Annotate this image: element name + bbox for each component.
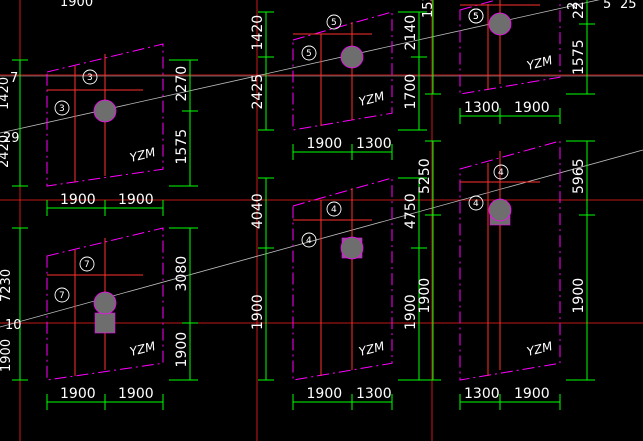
tag-circle-1 xyxy=(301,45,317,61)
tag-circle-2 xyxy=(326,201,342,217)
dim-right-1: 4750 xyxy=(403,193,419,229)
tag-number: 3 xyxy=(59,104,65,114)
tag-number: 4 xyxy=(306,236,312,246)
yzm-label: YZM xyxy=(128,339,157,359)
cap-outline xyxy=(459,140,561,381)
dim-right-2: 1575 xyxy=(571,39,587,75)
tag-circle-2 xyxy=(79,256,95,272)
edge-text-top-right-b: 25 xyxy=(620,0,637,12)
dim-bottom-1: 1300 xyxy=(464,100,500,116)
dim-left-2: 1900 xyxy=(417,278,433,314)
dim-right-1: 3080 xyxy=(174,256,190,292)
tag-number: 5 xyxy=(331,18,337,28)
dim-bottom-2: 1900 xyxy=(118,386,154,402)
edge-text-top-right-a: 5 xyxy=(603,0,611,12)
dim-right-2: 1900 xyxy=(403,294,419,330)
edge-text-top-right-d: 2 xyxy=(566,2,581,10)
tag-number: 4 xyxy=(498,168,504,178)
cap-outline xyxy=(292,11,393,131)
tag-circle-2 xyxy=(468,8,484,24)
dim-right-1: 2140 xyxy=(403,15,419,51)
dim-left-2: 2425 xyxy=(250,74,266,110)
yzm-label: YZM xyxy=(128,145,157,165)
edge-text-left-a: 1420 xyxy=(0,77,12,110)
yzm-label: YZM xyxy=(525,53,554,73)
cap-outline xyxy=(46,227,164,381)
tag-number: 4 xyxy=(331,205,337,215)
yzm-label: YZM xyxy=(357,339,386,359)
dim-bottom-1: 1300 xyxy=(464,386,500,402)
edge-text-left-g: 7 xyxy=(10,71,18,86)
pile-circle xyxy=(488,198,512,222)
pile-circle xyxy=(340,45,364,69)
dim-right-1: 2285 xyxy=(571,0,587,19)
pile-circle xyxy=(93,291,117,315)
tag-number: 5 xyxy=(473,12,479,22)
dim-bottom-1: 1900 xyxy=(60,192,96,208)
dim-right-1: 2270 xyxy=(174,66,190,102)
dim-left-1: 4040 xyxy=(250,193,266,229)
tag-number: 7 xyxy=(84,260,90,270)
tag-circle-2 xyxy=(493,164,509,180)
dim-bottom-2: 1900 xyxy=(118,192,154,208)
tag-number: 4 xyxy=(473,199,479,209)
edge-text-top-right-c: 153 xyxy=(421,0,436,18)
tag-circle-2 xyxy=(326,14,342,30)
dim-left-1: 1420 xyxy=(250,15,266,51)
dim-bottom-2: 1300 xyxy=(356,386,392,402)
yzm-label: YZM xyxy=(525,339,554,359)
dim-bottom-2: 1300 xyxy=(356,136,392,152)
dim-left-2: 1900 xyxy=(250,294,266,330)
dim-bottom-2: 1900 xyxy=(514,386,550,402)
cap-outline xyxy=(46,43,164,187)
edge-text-left-b: 2420 xyxy=(0,135,12,168)
pile-circle xyxy=(340,236,364,260)
tag-number: 7 xyxy=(59,291,65,301)
dim-right-2: 1900 xyxy=(571,278,587,314)
dim-right-2: 1700 xyxy=(403,74,419,110)
dim-bottom-1: 1900 xyxy=(307,136,343,152)
tag-circle-1 xyxy=(468,195,484,211)
tag-number: 5 xyxy=(473,12,479,22)
tag-circle-1 xyxy=(301,232,317,248)
yzm-label: YZM xyxy=(357,89,386,109)
dim-right-2: 1900 xyxy=(174,332,190,368)
pile-square xyxy=(94,312,116,334)
dim-right-1: 5965 xyxy=(571,158,587,194)
pile-circle xyxy=(488,12,512,36)
dim-bottom-1: 1900 xyxy=(307,386,343,402)
edge-text-left-d: 1900 xyxy=(0,339,14,372)
dim-bottom-2: 1900 xyxy=(514,100,550,116)
tag-number: 5 xyxy=(306,49,312,59)
dim-left-1: 5250 xyxy=(417,158,433,194)
tag-circle-1 xyxy=(54,100,70,116)
dim-right-2: 1575 xyxy=(174,129,190,165)
edge-text-left-e: 10 xyxy=(5,318,22,333)
edge-text-top-left: 1900 xyxy=(60,0,93,10)
cap-outline xyxy=(292,177,393,381)
pile-circle xyxy=(93,99,117,123)
edge-text-left-c: 7230 xyxy=(0,269,14,302)
tag-number: 3 xyxy=(87,73,93,83)
dim-bottom-1: 1900 xyxy=(60,386,96,402)
tag-circle-2 xyxy=(82,69,98,85)
cap-outline xyxy=(459,0,561,95)
tag-circle-1 xyxy=(54,287,70,303)
edge-text-left-f: 29 xyxy=(3,131,20,146)
